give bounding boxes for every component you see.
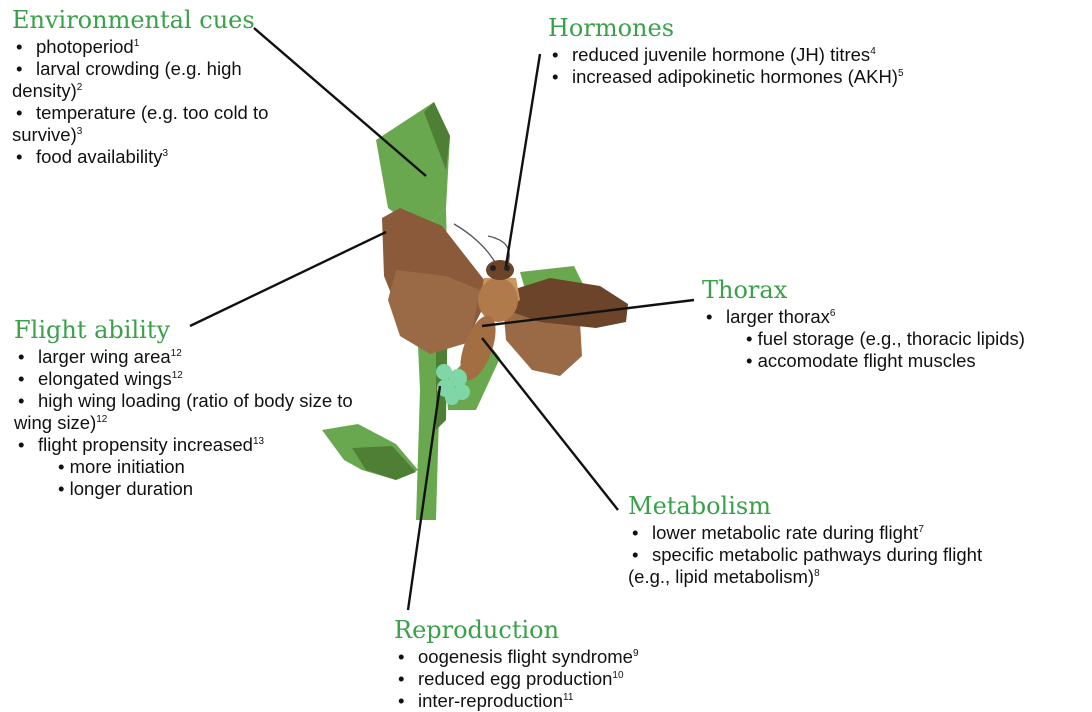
flight-ability-heading: Flight ability: [14, 316, 366, 344]
hormones-section: Hormones •reduced juvenile hormone (JH) …: [548, 14, 904, 88]
list-item: •flight propensity increased13: [14, 434, 366, 456]
moth-thorax: [478, 278, 518, 322]
environmental-cues-heading: Environmental cues: [12, 6, 342, 34]
metabolism-heading: Metabolism: [628, 492, 1028, 520]
list-item: •specific metabolic pathways during flig…: [628, 544, 1018, 588]
sub-list-item: • accomodate flight muscles: [702, 350, 1025, 372]
list-item: •high wing loading (ratio of body size t…: [14, 390, 364, 434]
list-item: •larger wing area12: [14, 346, 366, 368]
leader-flight: [190, 232, 386, 326]
thorax-section: Thorax •larger thorax6 • fuel storage (e…: [702, 276, 1025, 372]
moth-head: [486, 260, 514, 280]
environmental-cues-section: Environmental cues •photoperiod1 •larval…: [12, 6, 342, 168]
sub-list-item: • longer duration: [14, 478, 366, 500]
thorax-heading: Thorax: [702, 276, 1025, 304]
list-item: •photoperiod1: [12, 36, 342, 58]
list-item: •reduced juvenile hormone (JH) titres4: [548, 44, 904, 66]
list-item: •larger thorax6: [702, 306, 1025, 328]
list-item: •increased adipokinetic hormones (AKH)5: [548, 66, 904, 88]
moth-eye: [490, 265, 496, 271]
list-item: •temperature (e.g. too cold to survive)3: [12, 102, 322, 146]
hormones-heading: Hormones: [548, 14, 904, 42]
sub-list-item: • more initiation: [14, 456, 366, 478]
list-item: •reduced egg production10: [394, 668, 639, 690]
reproduction-section: Reproduction •oogenesis flight syndrome9…: [394, 616, 639, 712]
sub-list-item: • fuel storage (e.g., thoracic lipids): [702, 328, 1025, 350]
flight-ability-section: Flight ability •larger wing area12 •elon…: [14, 316, 366, 500]
list-item: •lower metabolic rate during flight7: [628, 522, 1028, 544]
reproduction-heading: Reproduction: [394, 616, 639, 644]
list-item: •larval crowding (e.g. high density)2: [12, 58, 312, 102]
list-item: •inter-reproduction11: [394, 690, 639, 712]
list-item: •food availability3: [12, 146, 342, 168]
list-item: •oogenesis flight syndrome9: [394, 646, 639, 668]
metabolism-section: Metabolism •lower metabolic rate during …: [628, 492, 1028, 588]
list-item: •elongated wings12: [14, 368, 366, 390]
leader-hormones: [506, 54, 540, 266]
